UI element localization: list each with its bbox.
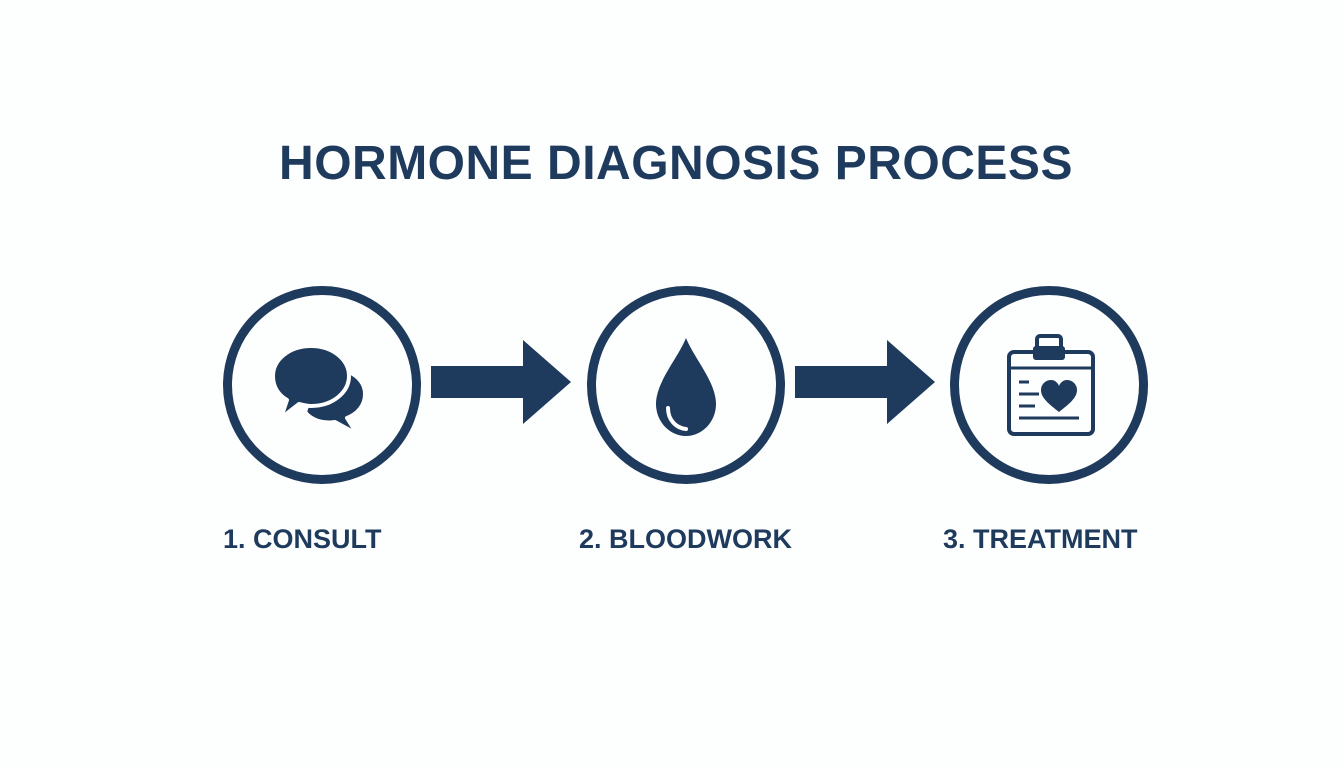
diagram-title: HORMONE DIAGNOSIS PROCESS	[279, 137, 1073, 190]
step-bloodwork-circle	[587, 286, 785, 484]
arrow-right-icon	[795, 340, 935, 424]
step-treatment-circle	[950, 286, 1148, 484]
clipboard-heart-icon	[999, 330, 1099, 440]
step-consult-circle	[223, 286, 421, 484]
blood-drop-icon	[636, 330, 736, 440]
speech-bubbles-icon	[267, 330, 377, 440]
arrow-right-icon	[431, 340, 571, 424]
step-label-bloodwork: 2. BLOODWORK	[579, 524, 792, 554]
step-label-treatment: 3. TREATMENT	[943, 524, 1138, 554]
step-label-consult: 1. CONSULT	[223, 524, 382, 554]
